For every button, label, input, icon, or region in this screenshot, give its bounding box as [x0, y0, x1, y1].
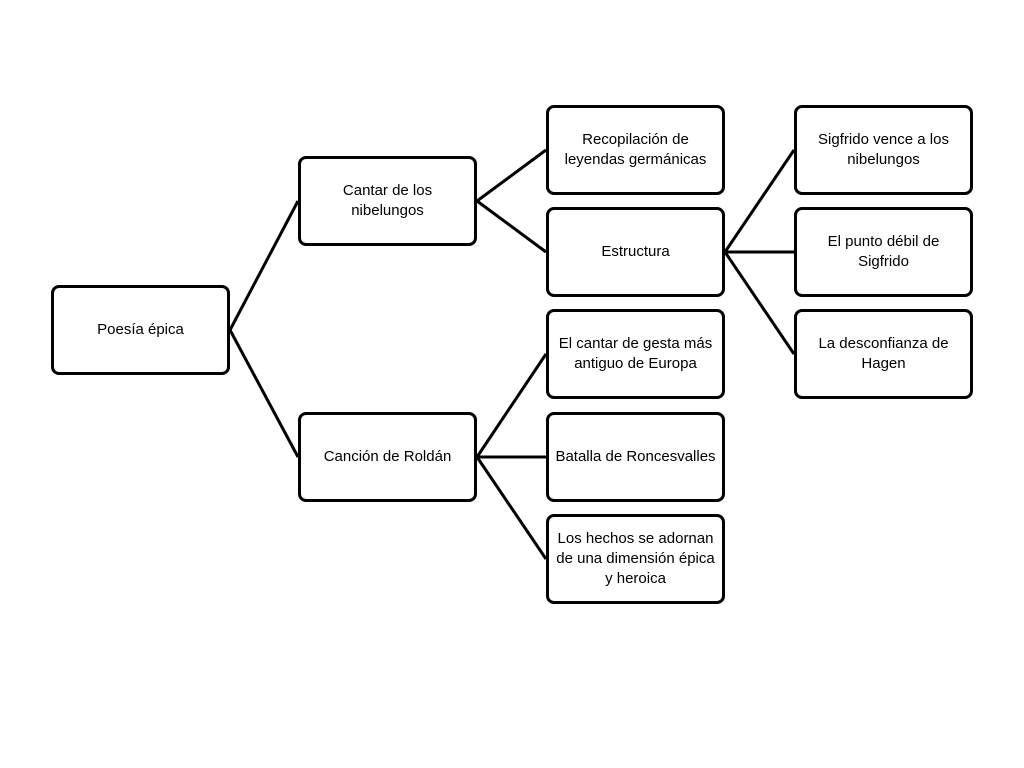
node-cantar-gesta: El cantar de gesta más antiguo de Europa — [546, 309, 725, 399]
node-label: Los hechos se adornan de una dimensión é… — [556, 530, 715, 587]
node-label: Cantar de los nibelungos — [342, 182, 433, 219]
node-label: La desconfianza de Hagen — [818, 335, 949, 372]
node-label: Poesía épica — [97, 321, 184, 338]
node-hechos-epicos: Los hechos se adornan de una dimensión é… — [546, 514, 725, 604]
node-desconfianza-hagen: La desconfianza de Hagen — [794, 309, 973, 399]
node-recopilacion-leyendas: Recopilación de leyendas germánicas — [546, 105, 725, 195]
node-label: El punto débil de Sigfrido — [827, 233, 940, 270]
edge-root-cantar — [228, 200, 300, 331]
edge-root-cancion — [228, 329, 300, 458]
node-cantar-nibelungos: Cantar de los nibelungos — [298, 156, 477, 246]
edge-cantar-estructura — [476, 199, 547, 254]
node-label: Canción de Roldán — [323, 448, 452, 465]
node-cancion-roldan: Canción de Roldán — [298, 412, 477, 502]
node-label: Recopilación de leyendas germánicas — [564, 131, 707, 168]
node-label: Batalla de Roncesvalles — [555, 448, 716, 465]
node-batalla-roncesvalles: Batalla de Roncesvalles — [546, 412, 725, 502]
node-sigfrido-vence: Sigfrido vence a los nibelungos — [794, 105, 973, 195]
edge-estructura-desconfianza — [723, 251, 796, 355]
node-poesia-epica: Poesía épica — [51, 285, 230, 375]
node-label: Sigfrido vence a los nibelungos — [818, 131, 949, 168]
node-label: Estructura — [601, 243, 670, 260]
edge-cantar-recopilacion — [476, 148, 547, 203]
edge-cancion-cantar-gesta — [475, 353, 548, 458]
edge-cancion-hechos — [475, 456, 548, 560]
node-label: El cantar de gesta más antiguo de Europa — [558, 335, 713, 372]
node-punto-debil: El punto débil de Sigfrido — [794, 207, 973, 297]
edge-estructura-sigfrido-vence — [723, 149, 796, 253]
node-estructura: Estructura — [546, 207, 725, 297]
